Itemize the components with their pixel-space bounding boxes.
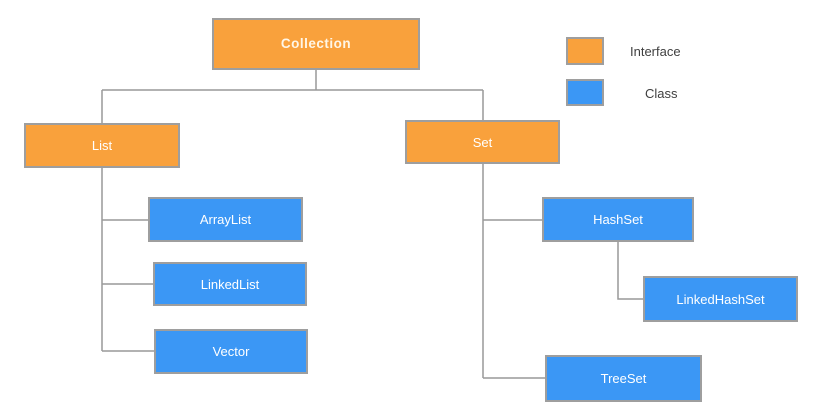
legend-interface-color-swatch bbox=[566, 37, 604, 65]
node-linkedhashset: LinkedHashSet bbox=[643, 276, 798, 322]
legend-interface-label: Interface bbox=[630, 44, 681, 59]
node-list: List bbox=[24, 123, 180, 168]
legend-class-color-swatch bbox=[566, 79, 604, 106]
node-linkedhashset-label: LinkedHashSet bbox=[676, 291, 765, 307]
node-set-label: Set bbox=[472, 134, 493, 150]
node-arraylist: ArrayList bbox=[148, 197, 303, 242]
node-treeset: TreeSet bbox=[545, 355, 702, 402]
node-linkedlist: LinkedList bbox=[153, 262, 307, 306]
node-vector-label: Vector bbox=[212, 344, 250, 359]
node-vector: Vector bbox=[154, 329, 308, 374]
node-hashset: HashSet bbox=[542, 197, 694, 242]
node-treeset-label: TreeSet bbox=[600, 371, 647, 386]
node-arraylist-label: ArrayList bbox=[199, 212, 252, 227]
node-hashset-label: HashSet bbox=[593, 212, 643, 227]
node-collection: Collection bbox=[212, 18, 420, 70]
node-list-label: List bbox=[91, 138, 113, 153]
node-linkedlist-label: LinkedList bbox=[200, 276, 260, 292]
legend-class-label: Class bbox=[645, 86, 678, 101]
node-set: Set bbox=[405, 120, 560, 164]
node-collection-label: Collection bbox=[280, 36, 352, 52]
